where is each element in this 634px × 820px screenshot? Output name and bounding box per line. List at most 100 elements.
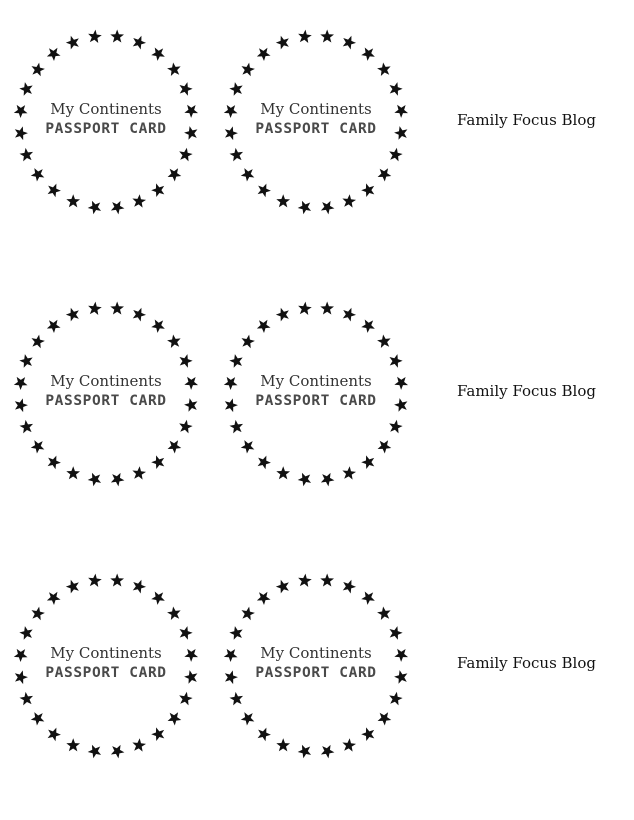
- star-icon: [110, 29, 124, 43]
- star-icon: [223, 376, 238, 391]
- star-icon: [240, 168, 255, 182]
- star-icon: [361, 319, 375, 333]
- star-icon: [320, 573, 334, 587]
- star-icon: [361, 727, 375, 742]
- star-icon: [389, 419, 403, 434]
- star-icon: [132, 738, 147, 752]
- card-subtitle: PASSPORT CARD: [255, 121, 377, 137]
- star-icon: [167, 606, 181, 620]
- star-icon: [256, 591, 271, 606]
- star-icon: [88, 573, 102, 587]
- star-icon: [30, 168, 45, 182]
- star-ring: [223, 29, 409, 215]
- card-subtitle: PASSPORT CARD: [255, 665, 377, 681]
- star-icon: [179, 419, 193, 434]
- star-icon: [184, 670, 198, 684]
- star-icon: [30, 712, 45, 726]
- star-icon: [151, 47, 165, 61]
- star-icon: [297, 472, 312, 487]
- star-icon: [377, 712, 392, 726]
- star-icon: [132, 35, 147, 50]
- star-icon: [276, 466, 291, 480]
- star-ring: [13, 301, 199, 487]
- star-icon: [179, 354, 193, 368]
- star-icon: [229, 82, 243, 96]
- star-icon: [298, 29, 312, 43]
- star-icon: [257, 183, 271, 198]
- card-title: My Continents: [50, 100, 162, 118]
- star-icon: [275, 307, 289, 322]
- star-icon: [132, 466, 147, 480]
- star-icon: [297, 744, 312, 759]
- star-icon: [184, 376, 199, 390]
- star-icon: [19, 354, 33, 368]
- star-icon: [87, 200, 102, 215]
- star-icon: [394, 376, 409, 390]
- star-icon: [394, 104, 409, 118]
- card-subtitle: PASSPORT CARD: [45, 121, 167, 137]
- star-icon: [151, 591, 165, 605]
- star-icon: [298, 301, 312, 315]
- card-title: My Continents: [260, 372, 372, 390]
- star-icon: [151, 727, 165, 742]
- blog-label: Family Focus Blog: [457, 654, 596, 672]
- star-icon: [361, 591, 375, 605]
- card-subtitle: PASSPORT CARD: [45, 665, 167, 681]
- blog-label: Family Focus Blog: [457, 111, 596, 129]
- star-icon: [184, 126, 198, 140]
- star-icon: [320, 472, 335, 487]
- star-icon: [342, 738, 357, 752]
- star-icon: [179, 626, 193, 640]
- star-icon: [167, 334, 181, 348]
- star-icon: [132, 579, 147, 594]
- star-icon: [19, 419, 34, 434]
- card-title: My Continents: [50, 372, 162, 390]
- star-icon: [297, 200, 312, 215]
- star-icon: [361, 183, 375, 198]
- star-icon: [179, 691, 193, 706]
- star-icon: [229, 147, 244, 162]
- star-icon: [389, 626, 403, 640]
- star-icon: [14, 670, 28, 685]
- star-icon: [19, 147, 34, 162]
- passport-card: My Continents PASSPORT CARD: [218, 296, 414, 492]
- star-icon: [184, 648, 199, 662]
- star-icon: [389, 147, 403, 162]
- star-icon: [229, 691, 244, 706]
- star-icon: [320, 29, 334, 43]
- star-icon: [151, 319, 165, 333]
- star-icon: [66, 738, 81, 752]
- star-icon: [394, 126, 408, 140]
- star-icon: [31, 606, 45, 621]
- star-icon: [184, 104, 199, 118]
- star-icon: [229, 419, 244, 434]
- star-icon: [389, 691, 403, 706]
- star-icon: [13, 376, 28, 391]
- star-icon: [46, 591, 61, 606]
- star-icon: [47, 183, 61, 198]
- star-icon: [394, 670, 408, 684]
- passport-card: My Continents PASSPORT CARD: [218, 568, 414, 764]
- star-icon: [110, 744, 125, 759]
- star-icon: [241, 606, 255, 621]
- star-icon: [110, 200, 125, 215]
- star-ring: [223, 301, 409, 487]
- star-icon: [377, 606, 391, 620]
- star-icon: [47, 455, 61, 470]
- card-subtitle: PASSPORT CARD: [255, 393, 377, 409]
- passport-card: My Continents PASSPORT CARD: [8, 296, 204, 492]
- star-icon: [342, 466, 357, 480]
- star-icon: [151, 183, 165, 198]
- star-icon: [19, 626, 33, 640]
- star-icon: [256, 47, 271, 62]
- star-icon: [179, 82, 193, 96]
- star-icon: [167, 62, 181, 76]
- star-icon: [30, 440, 45, 454]
- star-icon: [65, 579, 79, 594]
- star-icon: [132, 194, 147, 208]
- star-icon: [275, 35, 289, 50]
- star-icon: [224, 398, 238, 413]
- star-icon: [229, 626, 243, 640]
- star-icon: [223, 104, 238, 119]
